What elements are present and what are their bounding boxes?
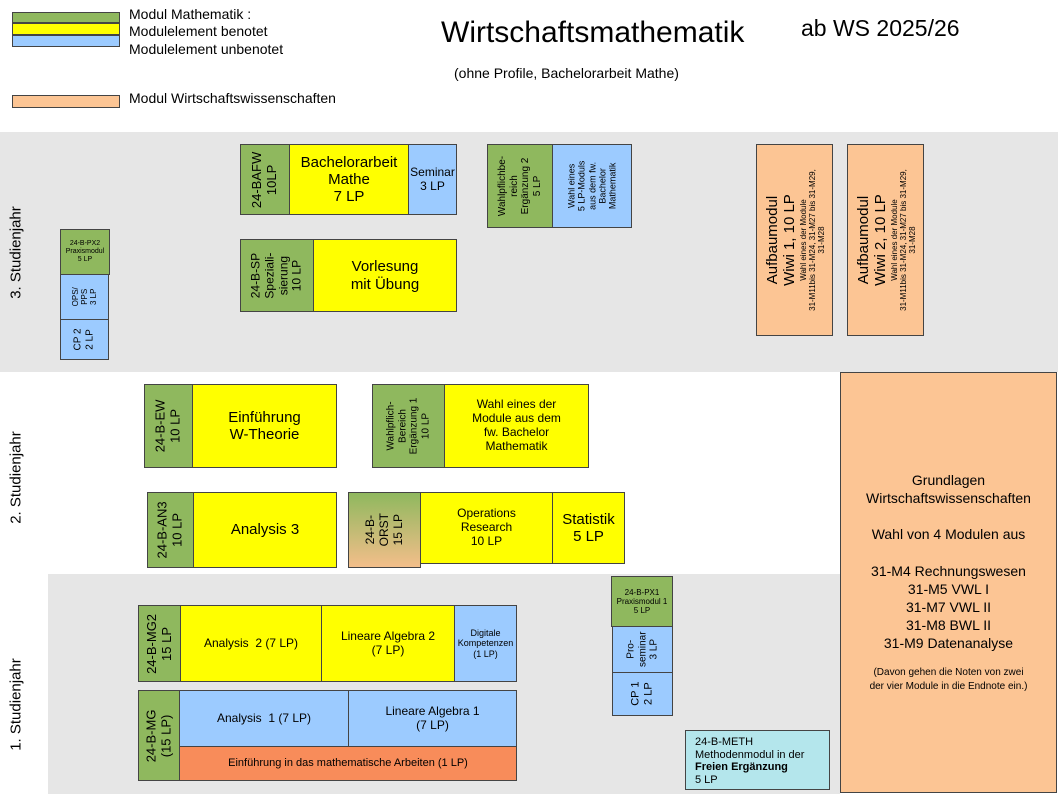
proseminar: Pro- seminar 3 LP: [612, 626, 673, 673]
an3-text: Analysis 3: [193, 492, 337, 568]
statistik: Statistik 5 LP: [552, 492, 625, 564]
lineare-algebra1: Lineare Algebra 1 (7 LP): [348, 690, 517, 747]
ew-text: Einführung W-Theorie: [192, 384, 337, 468]
legend-math-label: Modul Mathematik :: [129, 6, 252, 22]
wahlpflicht-ergaenzung2-code: Wahlpflichbe- reich Ergänzung 2 5 LP: [487, 144, 553, 228]
ew-code: 24-B-EW 10 LP: [144, 384, 193, 468]
cp2: CP 2 2 LP: [60, 319, 109, 360]
aufbaumodul-wiwi1: Aufbaumodul Wiwi 1, 10 LP Wahl eines der…: [756, 144, 833, 336]
mg-code: 24-B-MG (15 LP): [138, 690, 180, 781]
legend-wiwi-label: Modul Wirtschaftswissenschaften: [129, 90, 336, 106]
an3-code: 24-B-AN3 10 LP: [147, 492, 194, 568]
legend-ungraded-label: Modulelement unbenotet: [129, 41, 284, 57]
spezialisierung-code: 24-B-SP Speziali- sierung 10 LP: [240, 239, 314, 312]
analysis1: Analysis 1 (7 LP): [179, 690, 349, 747]
orst-code: 24-B- ORST 15 LP: [348, 492, 421, 568]
bafw-code: 24-BAFW 10LP: [240, 144, 290, 215]
wahlpflicht-ergaenzung2-text: Wahl eines 5 LP-Moduls aus dem fw. Bache…: [552, 144, 632, 228]
legend-swatch-ungraded: [12, 35, 120, 47]
page-subtitle: (ohne Profile, Bachelorarbeit Mathe): [454, 65, 679, 81]
seminar: Seminar 3 LP: [408, 144, 457, 215]
praxismodul1-code: 24-B-PX1 Praxismodul 1 5 LP: [611, 576, 673, 627]
methodenmodul: 24-B-METH Methodenmodul in der Freien Er…: [685, 730, 830, 790]
spezialisierung-text: Vorlesung mit Übung: [313, 239, 457, 312]
semester-label: ab WS 2025/26: [801, 15, 960, 41]
wahlpflicht-ergaenzung1-text: Wahl eines der Module aus dem fw. Bachel…: [444, 384, 589, 468]
praxismodul2-code: 24-B-PX2 Praxismodul 5 LP: [60, 229, 110, 275]
analysis2: Analysis 2 (7 LP): [180, 605, 322, 682]
lineare-algebra2: Lineare Algebra 2 (7 LP): [321, 605, 455, 682]
wahlpflicht-ergaenzung1-code: Wahlpflich- Bereich Ergänzung 1 10 LP: [372, 384, 445, 468]
page-title: Wirtschaftsmathematik: [441, 16, 745, 49]
digitale-kompetenzen: Digitale Kompetenzen (1 LP): [454, 605, 517, 682]
legend-swatch-wiwi: [12, 95, 120, 108]
year1-label: 1. Studienjahr: [7, 658, 25, 751]
legend-graded-label: Modulelement benotet: [129, 23, 268, 39]
mg2-code: 24-B-MG2 15 LP: [138, 605, 181, 682]
aufbaumodul-wiwi2: Aufbaumodul Wiwi 2, 10 LP Wahl eines der…: [847, 144, 924, 336]
einfuehrung-math-arbeiten: Einführung in das mathematische Arbeiten…: [179, 746, 517, 781]
year2-label: 2. Studienjahr: [7, 431, 25, 524]
legend-swatch-math: [12, 12, 120, 23]
cp1: CP 1 2 LP: [612, 672, 673, 716]
grundlagen-wiwi: Grundlagen Wirtschaftswissenschaften Wah…: [840, 372, 1057, 793]
operations-research: Operations Research 10 LP: [420, 492, 553, 564]
legend-swatch-graded: [12, 23, 120, 35]
bachelor-thesis: Bachelorarbeit Mathe 7 LP: [289, 144, 409, 215]
year3-label: 3. Studienjahr: [7, 206, 25, 299]
ops-pps: OPS/ PPS 3 LP: [60, 274, 109, 320]
